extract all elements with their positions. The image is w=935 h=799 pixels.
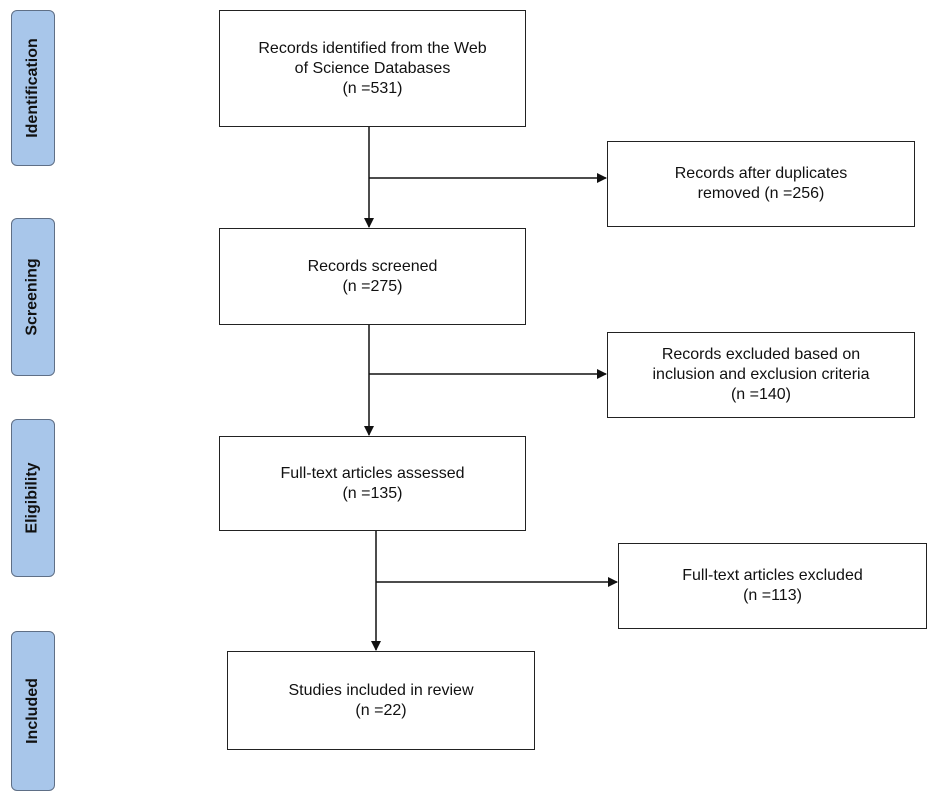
box-records-screened: Records screened (n =275) <box>219 228 526 325</box>
box-records-identified-count: (n =531) <box>342 79 403 97</box>
box-after-duplicates-line2: removed (n =256) <box>697 185 825 202</box>
box-records-excluded-criteria-count: (n =140) <box>730 386 792 403</box>
box-fulltext-assessed-count: (n =135) <box>342 484 403 502</box>
box-studies-included-count: (n =22) <box>355 701 407 719</box>
box-records-identified: Records identified from the Web of Scien… <box>219 10 526 127</box>
box-records-screened-line1: Records screened <box>307 257 438 275</box>
box-records-identified-line2: of Science Databases <box>294 59 451 77</box>
box-fulltext-assessed: Full-text articles assessed (n =135) <box>219 436 526 531</box>
box-studies-included: Studies included in review (n =22) <box>227 651 535 750</box>
box-records-excluded-criteria: Records excluded based on inclusion and … <box>607 332 915 418</box>
stage-included: Included <box>11 631 55 791</box>
box-records-excluded-criteria-line1: Records excluded based on <box>661 346 861 363</box>
box-fulltext-assessed-line1: Full-text articles assessed <box>280 464 465 482</box>
box-after-duplicates-line1: Records after duplicates <box>674 165 848 182</box>
box-records-screened-count: (n =275) <box>342 277 403 295</box>
box-after-duplicates: Records after duplicates removed (n =256… <box>607 141 915 227</box>
box-fulltext-excluded: Full-text articles excluded (n =113) <box>618 543 927 629</box>
stage-identification: Identification <box>11 10 55 166</box>
box-records-identified-line1: Records identified from the Web <box>258 39 487 57</box>
box-studies-included-line1: Studies included in review <box>288 681 474 699</box>
stage-screening: Screening <box>11 218 55 376</box>
stage-eligibility: Eligibility <box>11 419 55 577</box>
box-fulltext-excluded-count: (n =113) <box>743 587 802 604</box>
box-records-excluded-criteria-line2: inclusion and exclusion criteria <box>652 366 870 383</box>
box-fulltext-excluded-line1: Full-text articles excluded <box>682 567 863 584</box>
